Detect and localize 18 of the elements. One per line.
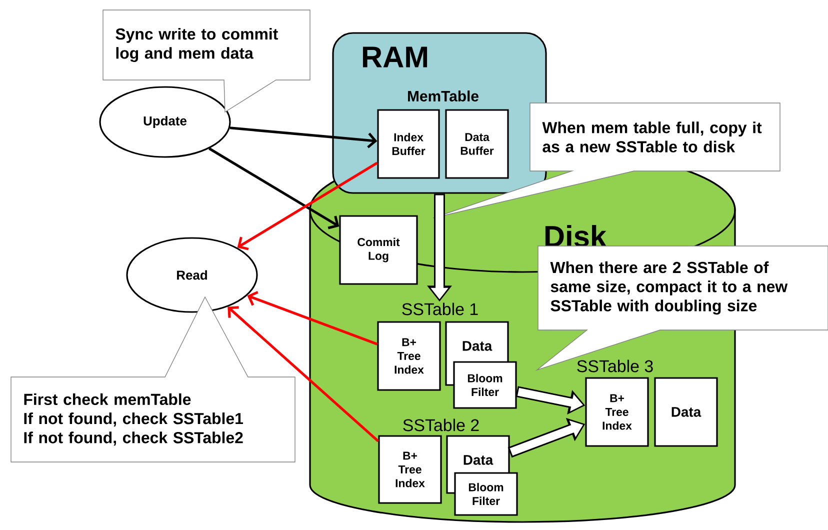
arrow [230,126,378,148]
table-heading: SSTable 1 [402,302,478,316]
group-heading: MemTable [408,90,478,102]
storage-box: B+ Tree Index [377,321,441,391]
storage-box: B+ Tree Index [378,435,442,504]
storage-box: B+ Tree Index [585,377,649,447]
arrow [237,162,378,250]
storage-box: Bloom Filter [453,361,517,409]
arrow [228,306,380,442]
group-heading: SSTable 3 [577,360,653,372]
storage-box: Bloom Filter [454,472,518,516]
storage-box: Data Buffer [445,109,509,179]
group-heading: SSTable 2 [403,418,479,432]
storage-box: Data [654,377,718,447]
storage-box: Commit Log [339,215,418,285]
storage-box: Index Buffer [377,109,440,179]
arrow [208,147,340,230]
arrow [247,290,378,346]
